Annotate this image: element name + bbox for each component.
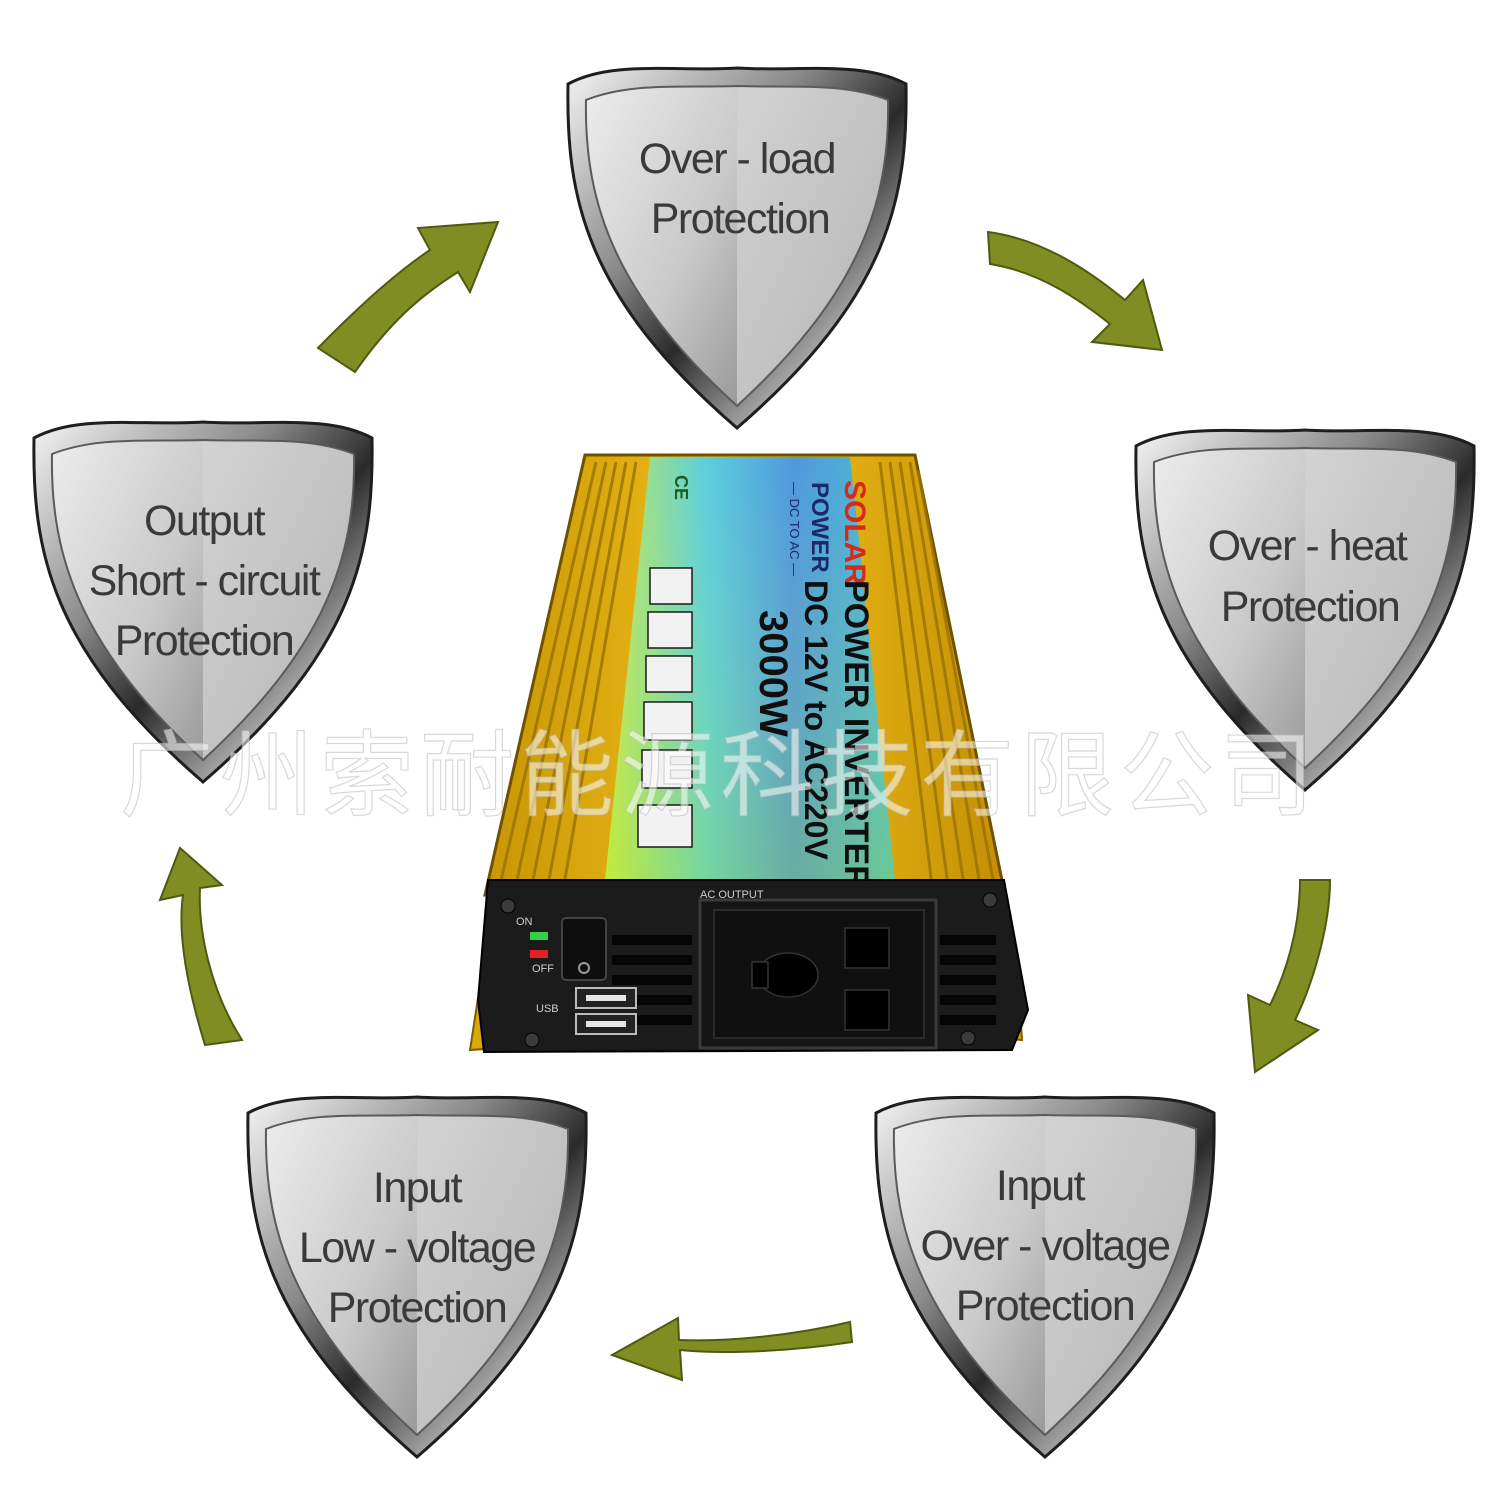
shield-overload: Over - load Protection (566, 66, 908, 430)
brand-power: POWER (806, 482, 833, 573)
shield-overheat: Over - heat Protection (1134, 428, 1476, 792)
shield-input-low-voltage-line2: Low - voltage (299, 1224, 535, 1272)
product-title: POWER INVERTER (837, 580, 875, 890)
shield-input-over-voltage-line1: Input (996, 1162, 1086, 1210)
panel-ac-output-label: AC OUTPUT (700, 889, 764, 901)
power-inverter-product: SOLAR POWER — DC TO AC — POWER INVERTER … (468, 453, 1030, 1054)
switch-off-symbol (578, 962, 590, 974)
arrow-upper-left (316, 220, 500, 374)
arrow-right (1246, 879, 1332, 1074)
product-spec: DC 12V to AC220V (798, 580, 834, 860)
shield-overload-line2: Protection (651, 195, 830, 243)
socket-holes (751, 927, 890, 1031)
shield-output-short-circuit-line3: Protection (115, 617, 294, 665)
arrows (158, 220, 1332, 1382)
appliance-icon-3 (645, 655, 693, 693)
shield-output-short-circuit-line2: Short - circuit (89, 557, 321, 605)
shield-output-short-circuit-line1: Output (144, 497, 266, 545)
appliance-icon-4 (643, 701, 693, 741)
shield-input-low-voltage-line1: Input (373, 1164, 463, 1212)
shield-input-low-voltage: Input Low - voltage Protection (246, 1095, 588, 1459)
shield-input-over-voltage-line2: Over - voltage (920, 1222, 1169, 1270)
watermark-company: 广州索耐能源科技有限公司 (120, 722, 1320, 831)
shield-overload-line1: Over - load (639, 135, 835, 183)
appliance-icon-6 (637, 804, 693, 848)
housing-fins (498, 461, 996, 886)
shield-input-over-voltage: Input Over - voltage Protection (874, 1095, 1216, 1459)
screws (500, 892, 998, 1048)
brand-solar: SOLAR (838, 480, 871, 585)
shield-input-low-voltage-line3: Protection (328, 1284, 507, 1332)
appliance-icon-1 (649, 567, 693, 605)
vent-slots (612, 935, 996, 1025)
arrow-bottom (609, 1316, 854, 1382)
arrow-left (158, 846, 244, 1047)
ac-socket[interactable] (713, 909, 925, 1039)
panel-on-label: ON (516, 916, 533, 928)
led-on-green (530, 932, 548, 940)
power-switch[interactable] (561, 917, 607, 981)
shield-input-over-voltage-line3: Protection (956, 1282, 1135, 1330)
shield-overheat-line1: Over - heat (1208, 522, 1408, 570)
shield-overheat-line2: Protection (1221, 583, 1400, 631)
led-off-red (530, 950, 548, 958)
appliance-icon-5 (641, 749, 693, 789)
cert-marks: CE (671, 475, 691, 500)
product-wattage: 3000W (751, 610, 795, 737)
appliance-icon-2 (647, 611, 693, 649)
shield-output-short-circuit: Output Short - circuit Protection (32, 420, 374, 784)
arrow-upper-right (986, 230, 1164, 352)
brand-sub: — DC TO AC — (787, 482, 802, 576)
panel-off-label: OFF (532, 963, 554, 975)
appliance-icons (637, 567, 693, 848)
panel-usb-label: USB (536, 1003, 559, 1015)
